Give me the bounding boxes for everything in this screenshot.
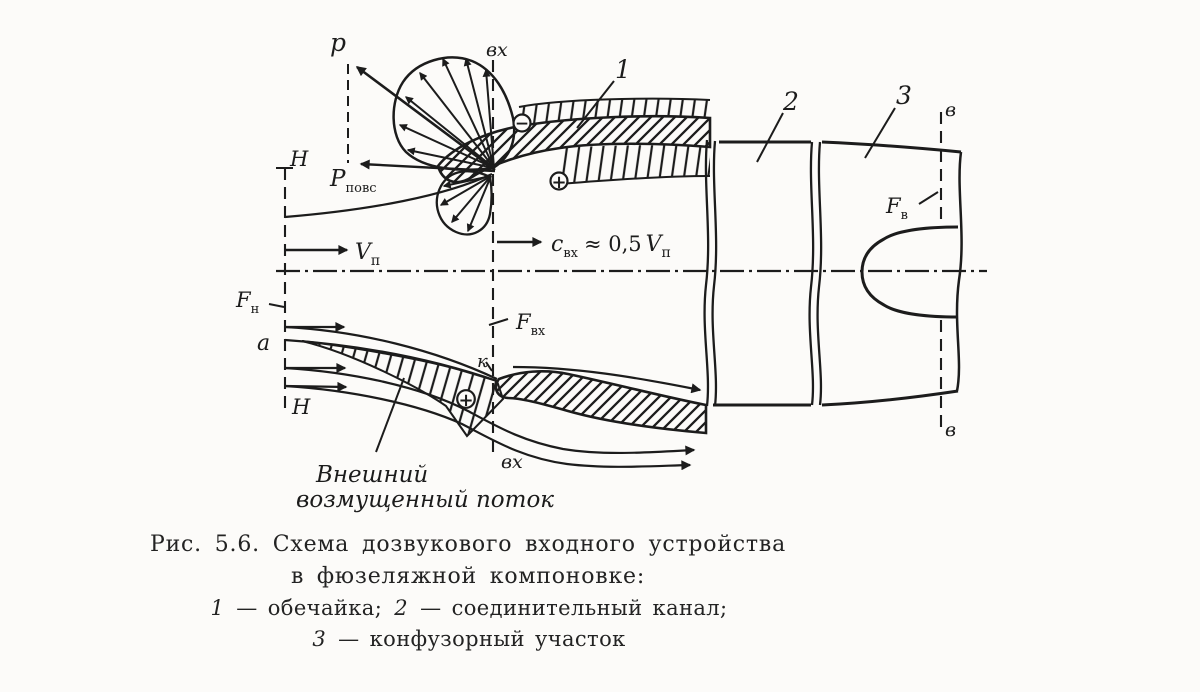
- label-f-fan: Fв: [885, 194, 908, 223]
- break-line: [816, 141, 823, 406]
- label-p-surface: Рповс: [329, 166, 377, 196]
- leader-part1: [576, 80, 615, 129]
- streamlines-lower: [284, 322, 702, 471]
- annotation-line1: Внешний: [315, 462, 428, 488]
- caption-title-line1: Рис. 5.6. Схема дозвукового входного уст…: [149, 532, 787, 557]
- svg-text:+: +: [458, 390, 473, 411]
- figure-caption: Рис. 5.6. Схема дозвукового входного уст…: [68, 529, 868, 655]
- label-inlet-top: вх: [486, 39, 508, 61]
- label-inlet-bottom: вх: [501, 451, 523, 473]
- break-line: [711, 140, 718, 407]
- plus-pressure-lower-icon: +: [456, 389, 476, 411]
- legend-num-3: 3: [312, 627, 327, 651]
- annotation-line2: возмущенный поток: [296, 487, 554, 513]
- label-point-a: а: [257, 331, 270, 356]
- label-v-flight: Vп: [355, 240, 380, 269]
- outer-pressure-comb: [519, 98, 710, 126]
- svg-text:−: −: [515, 114, 529, 134]
- legend-text-1: — обечайка;: [226, 596, 393, 620]
- lower-lip-section: [494, 369, 708, 435]
- duct-section-2: [703, 139, 823, 407]
- spinner: [860, 225, 959, 319]
- legend-num-2: 2: [394, 596, 409, 620]
- label-part2: 2: [782, 87, 799, 116]
- break-line: [703, 139, 710, 407]
- svg-text:+: +: [551, 172, 566, 193]
- upper-streamline: [284, 173, 493, 219]
- label-fan-bottom: в: [945, 419, 956, 441]
- leader-f-inlet: [488, 318, 509, 326]
- minus-pressure-icon: −: [512, 113, 532, 134]
- break-line: [955, 151, 963, 392]
- label-h-bottom: Н: [291, 395, 311, 419]
- label-part3: 3: [896, 81, 912, 110]
- duct-streamline: [512, 365, 702, 394]
- label-p: p: [330, 28, 346, 57]
- section-line-h: [276, 167, 293, 415]
- leader-f-free: [268, 303, 285, 308]
- leader-part3: [864, 107, 896, 159]
- legend-text-3: — конфузорный участок: [328, 627, 626, 651]
- label-f-inlet: Fвх: [515, 310, 546, 339]
- disturbed-flow-band: [301, 340, 505, 438]
- label-fan-top: в: [945, 99, 956, 121]
- leader-disturbed-flow: [375, 377, 405, 453]
- cowl-section: [436, 97, 712, 185]
- caption-legend-line2: 3 — конфузорный участок: [68, 624, 868, 655]
- label-point-k: к: [477, 351, 488, 372]
- legend-num-1: 1: [210, 596, 225, 620]
- label-f-free: Fн: [235, 288, 259, 317]
- leader-lines: [268, 80, 939, 453]
- label-h-top: Н: [289, 147, 309, 171]
- inner-pressure-comb: [560, 145, 710, 184]
- plus-pressure-inner-icon: +: [549, 171, 569, 193]
- label-part1: 1: [615, 55, 631, 84]
- caption-legend-line1: 1 — обечайка; 2 — соединительный канал;: [68, 593, 868, 624]
- leader-part2: [756, 112, 784, 163]
- caption-title-line2: в фюзеляжной компоновке:: [290, 564, 646, 589]
- leader-point-k: [485, 361, 493, 372]
- break-line: [808, 141, 815, 406]
- confuser-section-3: [821, 140, 963, 407]
- legend-text-2: — соединительный канал;: [410, 596, 728, 620]
- leader-f-fan: [918, 191, 939, 205]
